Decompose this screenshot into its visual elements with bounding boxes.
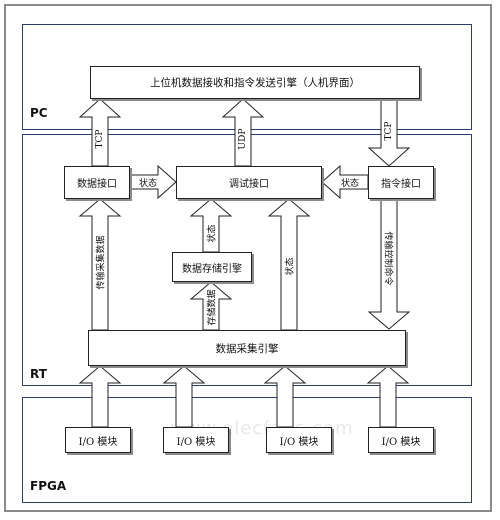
- acquisition-engine-box: 数据采集引擎: [88, 330, 406, 366]
- fpga-layer-label: FPGA: [30, 479, 67, 493]
- data-interface-box: 数据接口: [64, 166, 130, 199]
- store-data-label: 存储数据: [207, 289, 218, 326]
- transfer-cmd-arrow: [367, 198, 411, 330]
- status-left-label: 状态: [139, 179, 158, 189]
- status-storage-label: 状态: [207, 224, 218, 243]
- tcp-left-label: TCP: [95, 129, 105, 149]
- io-module-4: I/O 模块: [368, 427, 434, 453]
- transfer-data-label: 传输采集数据: [96, 235, 107, 290]
- tcp-right-label: TCP: [384, 121, 394, 141]
- status-right-arrow: [321, 164, 369, 200]
- transfer-data-arrow: [78, 198, 122, 331]
- io-module-1: I/O 模块: [65, 427, 131, 453]
- storage-engine-box: 数据存储引擎: [172, 252, 252, 282]
- io-arrow-1: [78, 365, 122, 428]
- command-interface-box: 指令接口: [368, 166, 434, 199]
- store-data-arrow: [189, 281, 233, 331]
- tcp-left-arrow: [78, 98, 122, 167]
- rt-layer-label: RT: [30, 367, 47, 381]
- status-right-label: 状态: [341, 179, 360, 189]
- pc-layer-label: PC: [30, 106, 48, 120]
- io-arrow-4: [366, 365, 410, 428]
- udp-label: UDP: [238, 128, 248, 150]
- status-acq-arrow: [267, 198, 311, 331]
- transfer-cmd-label: 传输控制命令: [382, 231, 393, 286]
- io-module-3: I/O 模块: [266, 427, 332, 453]
- io-arrow-2: [162, 365, 206, 428]
- status-acq-label: 状态: [285, 257, 296, 276]
- tcp-right-arrow: [367, 98, 411, 167]
- debug-interface-box: 调试接口: [176, 166, 322, 199]
- host-engine-box: 上位机数据接收和指令发送引擎（人机界面）: [90, 66, 420, 99]
- status-storage-arrow: [189, 198, 233, 253]
- udp-arrow: [221, 98, 265, 167]
- io-module-2: I/O 模块: [163, 427, 229, 453]
- status-left-arrow: [129, 164, 177, 200]
- io-arrow-3: [263, 365, 307, 428]
